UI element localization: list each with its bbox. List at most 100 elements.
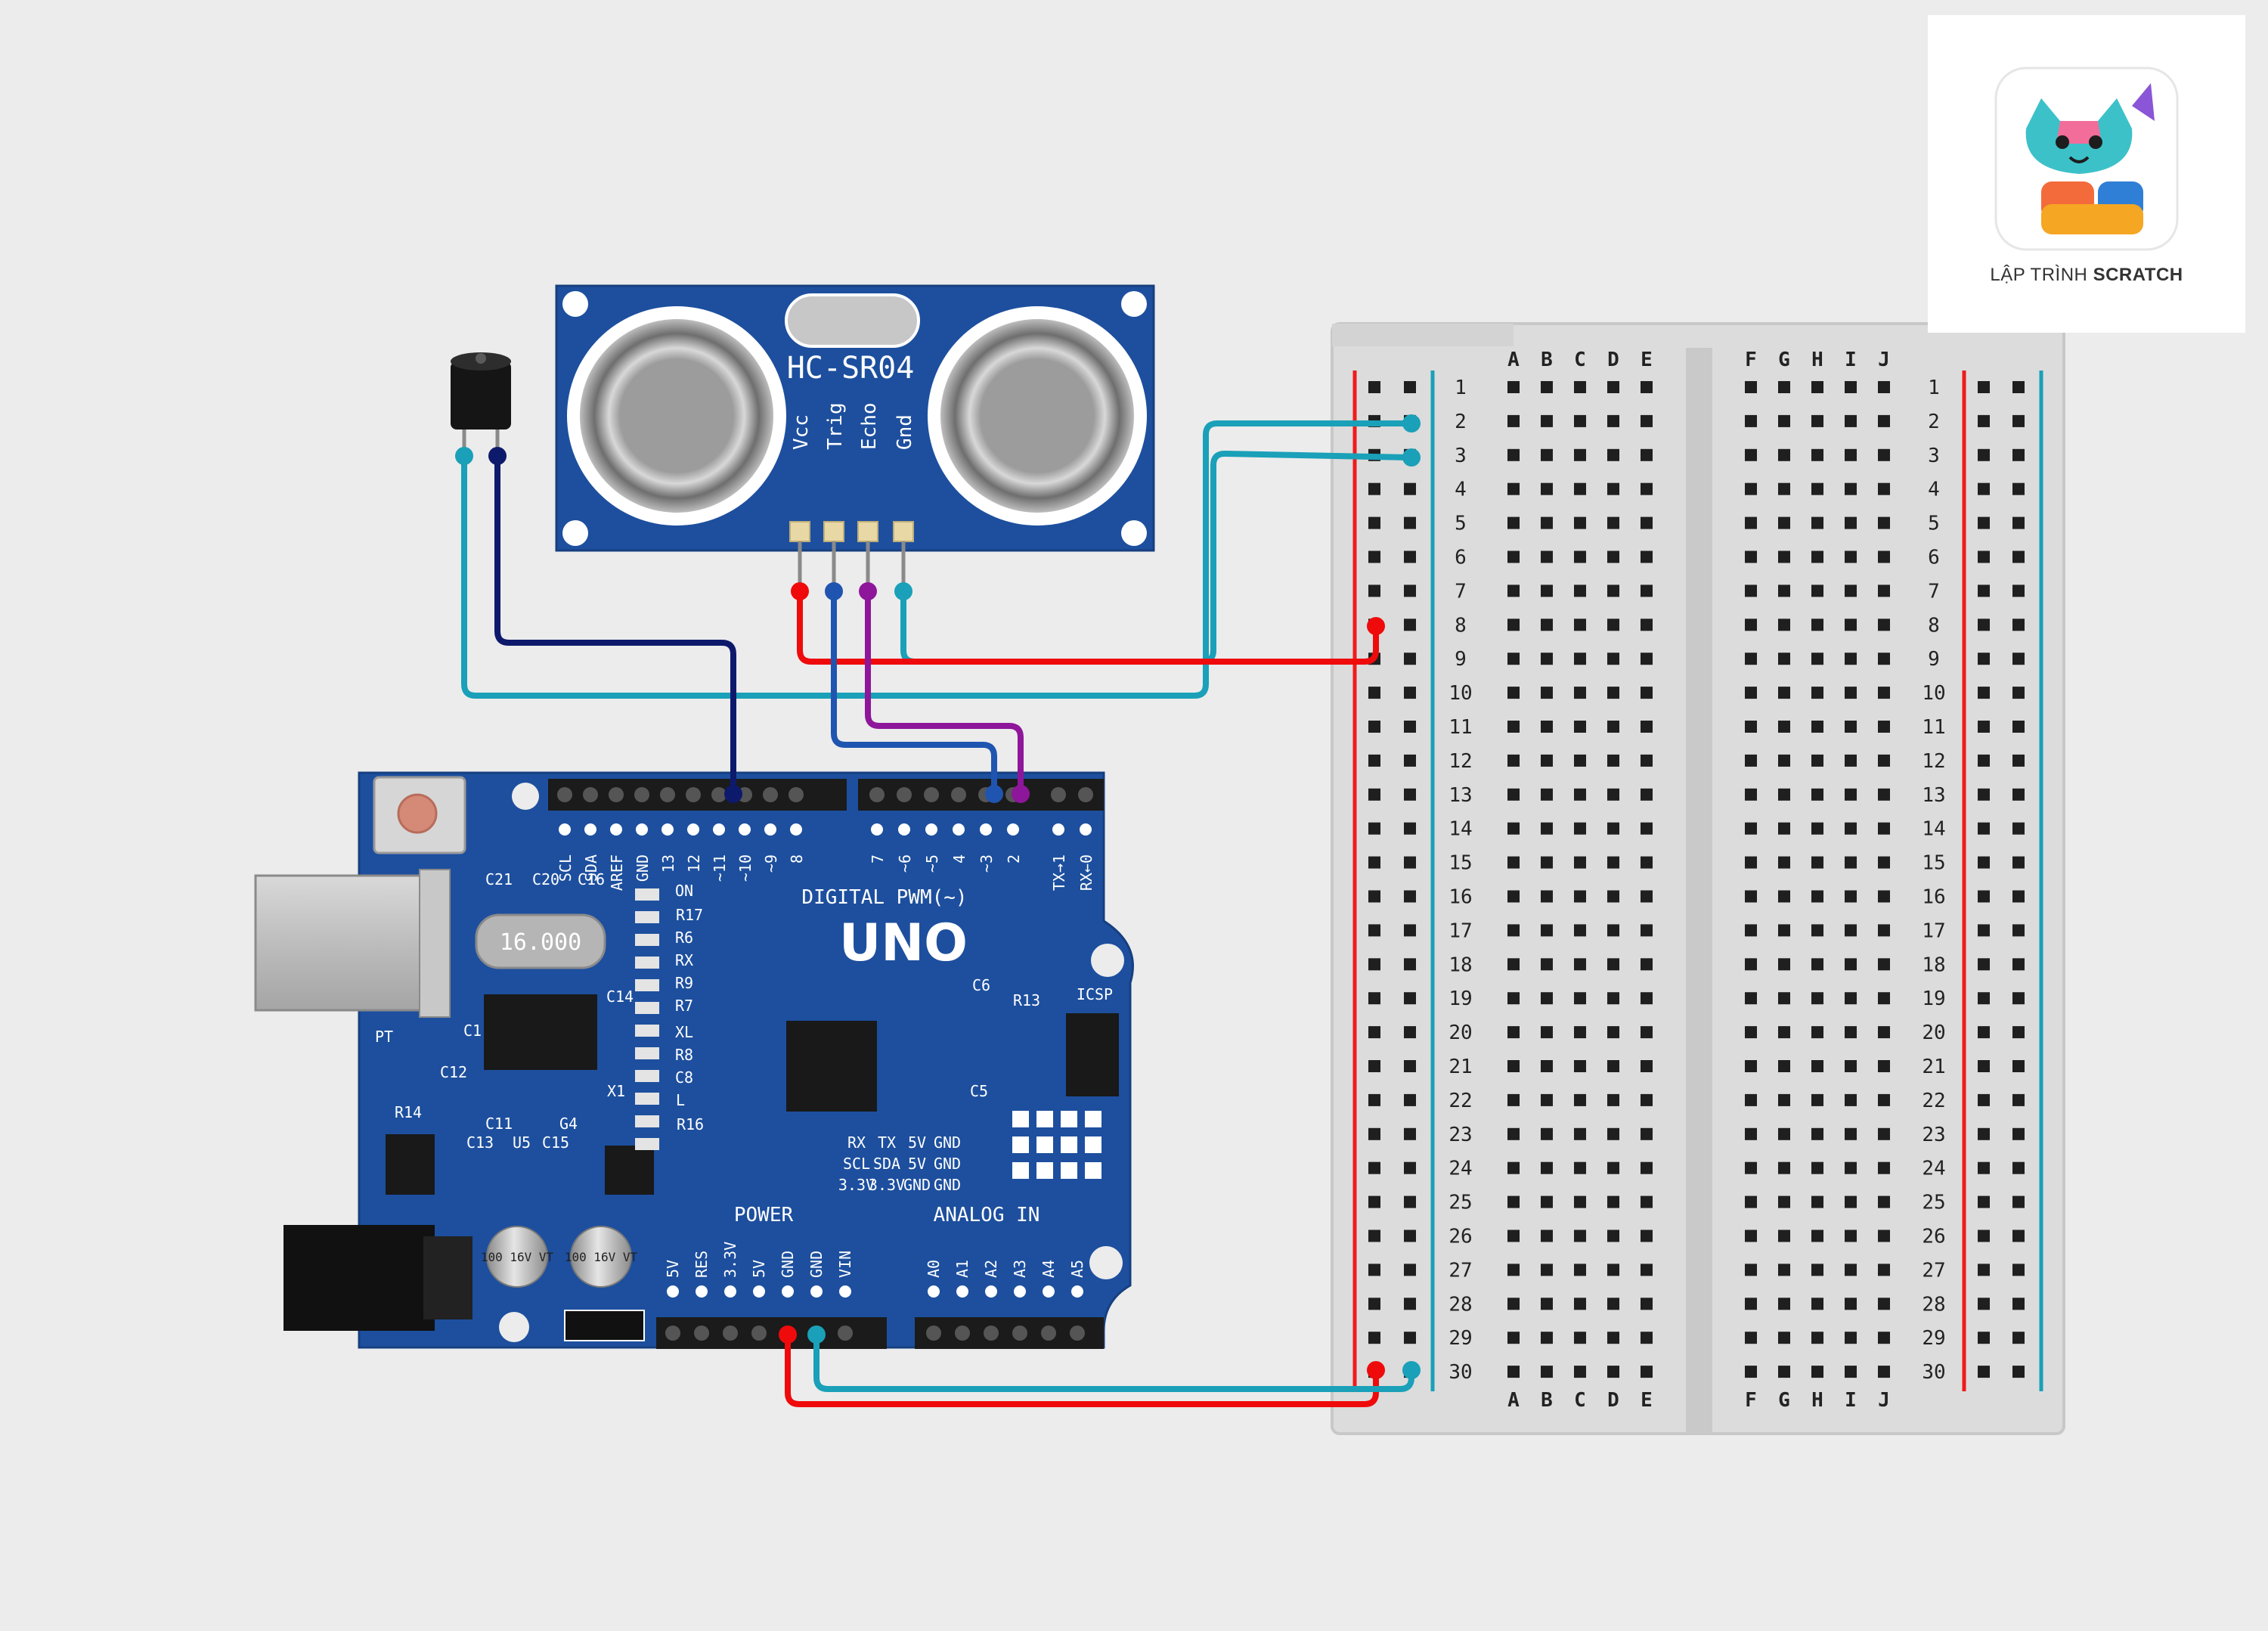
- breadboard-hole: [1778, 653, 1790, 665]
- breadboard-hole: [1607, 1195, 1619, 1208]
- breadboard-hole: [1878, 1026, 1890, 1039]
- reset-button-cap[interactable]: [397, 793, 438, 834]
- header-pad: [928, 1285, 940, 1298]
- digital-pin-label: ~6: [896, 854, 914, 873]
- row-number-right: 2: [1928, 411, 1940, 433]
- sensor-pin-label: Trig: [824, 402, 847, 450]
- rail-hole: [1978, 619, 1990, 631]
- rail-hole: [1404, 482, 1416, 495]
- breadboard-hole: [1507, 992, 1520, 1005]
- power-switch: [564, 1310, 645, 1341]
- breadboard-hole: [1878, 822, 1890, 835]
- row-number-right: 5: [1928, 513, 1940, 535]
- breadboard-hole: [1845, 1026, 1857, 1039]
- header-socket: [1041, 1326, 1056, 1341]
- breadboard-hole: [1541, 619, 1553, 631]
- breadboard-hole: [1574, 653, 1586, 665]
- row-number-left: 11: [1448, 716, 1472, 739]
- breadboard-hole: [1641, 1195, 1653, 1208]
- breadboard-hole: [1845, 1161, 1857, 1174]
- row-number-right: 21: [1922, 1056, 1945, 1078]
- mount-hole: [1091, 944, 1124, 977]
- row-number-left: 2: [1455, 411, 1467, 433]
- sensor-pin-pad: [823, 521, 844, 542]
- wire-endpoint: [894, 582, 912, 600]
- rail-hole: [1978, 924, 1990, 937]
- header-pad: [687, 823, 699, 836]
- rail-hole: [1368, 924, 1380, 937]
- column-label-top: F: [1745, 349, 1757, 371]
- rail-hole: [2012, 584, 2025, 597]
- arduino-uno-board: 16.000 100 16V VT 100 16V VT UNO DIGITAL…: [254, 771, 1134, 1349]
- header-pad: [839, 1285, 851, 1298]
- rail-hole: [1368, 1093, 1380, 1106]
- rail-hole: [1978, 1060, 1990, 1072]
- header-grid-label: GND: [934, 1133, 961, 1152]
- component-label: PT: [375, 1028, 393, 1046]
- rail-hole: [2012, 1366, 2025, 1378]
- breadboard-hole: [1574, 721, 1586, 733]
- rail-hole: [1978, 1161, 1990, 1174]
- breadboard-hole: [1541, 1332, 1553, 1344]
- breadboard-hole: [1641, 1332, 1653, 1344]
- rail-hole: [1368, 1332, 1380, 1344]
- breadboard-hole: [1507, 1298, 1520, 1310]
- breadboard-hole: [1607, 414, 1619, 427]
- breadboard-hole: [1574, 448, 1586, 461]
- breadboard-hole: [1541, 721, 1553, 733]
- breadboard-hole: [1845, 1093, 1857, 1106]
- rail-hole: [1368, 822, 1380, 835]
- header-pad: [662, 823, 674, 836]
- rail-hole: [2012, 1332, 2025, 1344]
- breadboard-hole: [1811, 1127, 1823, 1140]
- digital-pin-label: 2: [1005, 854, 1023, 864]
- breadboard-hole: [1507, 1026, 1520, 1039]
- breadboard-hole: [1641, 414, 1653, 427]
- header-pad: [559, 823, 571, 836]
- header-pad: [810, 1285, 823, 1298]
- rail-hole: [2012, 1195, 2025, 1208]
- breadboard-hole: [1541, 687, 1553, 699]
- breadboard-hole: [1574, 414, 1586, 427]
- breadboard-hole: [1574, 1127, 1586, 1140]
- component-label: R16: [677, 1115, 704, 1133]
- header-socket: [838, 1326, 853, 1341]
- rail-hole: [1368, 1161, 1380, 1174]
- row-number-right: 6: [1928, 547, 1940, 569]
- row-number-right: 22: [1922, 1090, 1945, 1112]
- rail-hole: [1978, 992, 1990, 1005]
- breadboard-hole: [1878, 381, 1890, 393]
- rail-hole: [1368, 516, 1380, 529]
- breadboard-hole: [1641, 653, 1653, 665]
- component-label: R7: [675, 997, 693, 1015]
- row-number-right: 18: [1922, 953, 1945, 976]
- header-socket: [686, 787, 701, 802]
- header-socket: [557, 787, 572, 802]
- rail-hole: [2012, 721, 2025, 733]
- breadboard-hole: [1745, 516, 1757, 529]
- header-socket: [951, 787, 966, 802]
- breadboard-hole: [1574, 619, 1586, 631]
- row-number-right: 14: [1922, 818, 1945, 841]
- header-grid-label: 3.3V: [869, 1176, 905, 1194]
- breadboard-hole: [1641, 958, 1653, 971]
- brand-logo-bold: SCRATCH: [2093, 265, 2183, 285]
- row-number-left: 7: [1455, 580, 1467, 603]
- row-number-left: 6: [1455, 547, 1467, 569]
- column-label-bottom: D: [1607, 1389, 1619, 1412]
- breadboard-hole: [1778, 1161, 1790, 1174]
- digital-pin-label: GND: [634, 854, 652, 882]
- header-pad: [871, 823, 883, 836]
- breadboard-hole: [1607, 1127, 1619, 1140]
- smd-component: [635, 1093, 659, 1105]
- rail-hole: [2012, 448, 2025, 461]
- column-label-bottom: F: [1745, 1389, 1757, 1412]
- rail-hole: [1978, 1332, 1990, 1344]
- breadboard-hole: [1641, 924, 1653, 937]
- rail-hole: [1978, 754, 1990, 767]
- row-number-right: 25: [1922, 1192, 1945, 1214]
- analog-pin-label: A3: [1011, 1260, 1029, 1278]
- breadboard-hole: [1845, 619, 1857, 631]
- component-label: C1: [463, 1022, 482, 1040]
- breadboard-hole: [1541, 584, 1553, 597]
